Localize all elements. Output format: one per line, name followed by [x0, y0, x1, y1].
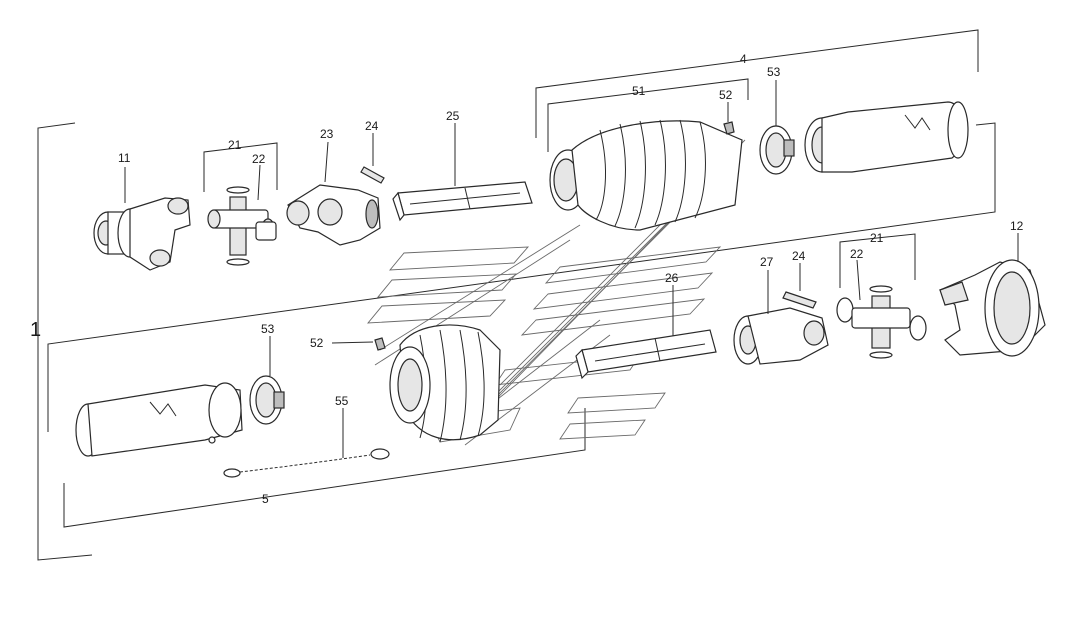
label-24-lower: 24 [792, 249, 806, 263]
guard-tube-upper [804, 101, 969, 173]
label-24-upper: 24 [365, 119, 379, 133]
axis-line-upper [47, 122, 996, 432]
part-labels: 1 4 5 11 12 21 21 22 22 23 24 24 25 26 2… [30, 52, 1024, 506]
label-5: 5 [262, 492, 269, 506]
label-4: 4 [740, 52, 747, 66]
label-12: 12 [1010, 219, 1024, 233]
bracket-4 [535, 29, 979, 138]
label-1: 1 [30, 319, 41, 341]
label-11: 11 [118, 151, 131, 165]
guard-tube-lower [75, 382, 243, 457]
label-22-lower: 22 [850, 247, 864, 261]
label-51: 51 [632, 84, 646, 98]
part-22-cross-lower [836, 285, 927, 359]
part-23-yoke-upper [286, 184, 381, 246]
label-53-lower: 53 [261, 322, 275, 336]
label-21-upper: 21 [228, 138, 242, 152]
part-22-cross-upper [207, 186, 277, 266]
part-26-profile-tube-lower [575, 329, 717, 380]
label-26: 26 [665, 271, 679, 285]
part-53-bearing-ring-lower [249, 375, 285, 425]
label-27: 27 [760, 255, 774, 269]
label-52-upper: 52 [719, 88, 733, 102]
part-24-pin-upper [360, 166, 385, 184]
part-53-bearing-ring-upper [759, 125, 795, 175]
part-27-yoke-lower [733, 307, 829, 365]
part-24-pin-lower [782, 291, 817, 309]
bracket-21-left [203, 142, 278, 192]
part-11-yoke-hub [93, 197, 191, 271]
part-55-chain [223, 448, 390, 478]
label-55: 55 [335, 394, 349, 408]
label-21-lower: 21 [870, 231, 884, 245]
bracket-21-right [839, 233, 916, 288]
part-12-guard-cone [938, 259, 1046, 357]
part-51-bellows-lower [389, 324, 501, 443]
part-25-profile-tube-upper [392, 181, 533, 222]
group-brackets [37, 29, 996, 561]
part-52-screw-lower [374, 337, 386, 351]
label-25: 25 [446, 109, 460, 123]
bracket-51 [547, 78, 749, 152]
label-22-upper: 22 [252, 152, 266, 166]
label-23: 23 [320, 127, 334, 141]
bracket-1 [37, 122, 93, 561]
part-51-bellows-upper [549, 119, 743, 231]
part-52-screw-upper [723, 121, 735, 135]
label-53-upper: 53 [767, 65, 781, 79]
label-52-lower: 52 [310, 336, 324, 350]
leader-lines [124, 80, 1019, 458]
bracket-5 [63, 408, 586, 528]
